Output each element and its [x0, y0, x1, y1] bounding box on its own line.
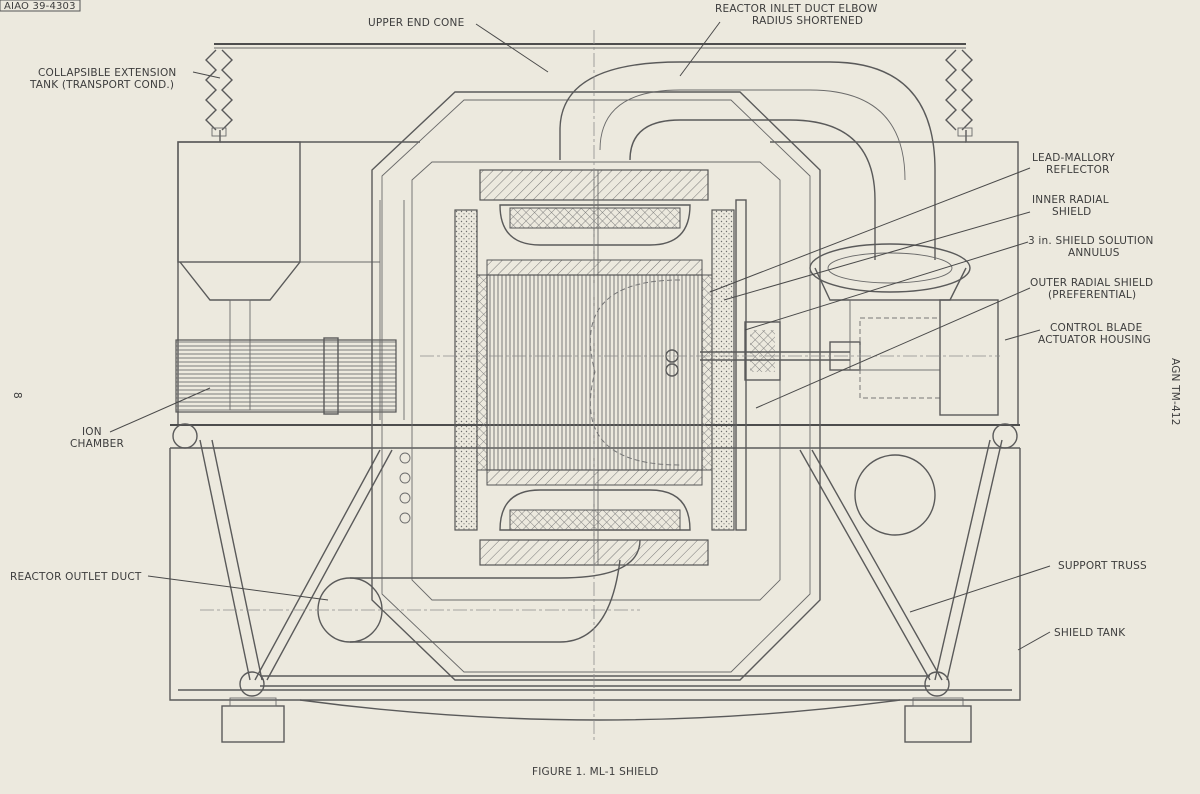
collapsible-extension-tank	[205, 49, 973, 137]
label-outlet-duct: REACTOR OUTLET DUCT	[10, 571, 142, 583]
corner-stamp-text: AIAO 39-4303	[4, 1, 76, 12]
label-outer-radial-line1: OUTER RADIAL SHIELD	[1030, 277, 1153, 289]
label-upper-end-cone: UPPER END CONE	[368, 17, 464, 29]
label-ext-tank-line1: COLLAPSIBLE EXTENSION	[38, 67, 176, 79]
label-inlet-elbow-line1: REACTOR INLET DUCT ELBOW	[715, 3, 878, 15]
label-inlet-elbow-line2: RADIUS SHORTENED	[752, 15, 863, 27]
label-annulus-line2: ANNULUS	[1068, 247, 1120, 259]
reactor-inlet-duct-elbow	[559, 61, 971, 371]
support-truss	[172, 423, 1018, 743]
label-outer-radial-line2: (PREFERENTIAL)	[1048, 289, 1136, 301]
document-id: AGN TM-412	[1169, 358, 1181, 426]
label-inner-radial-line2: SHIELD	[1052, 206, 1091, 218]
control-blade-actuator-housing	[665, 299, 999, 416]
label-inner-radial-line1: INNER RADIAL	[1032, 194, 1109, 206]
leader-lines	[109, 21, 1051, 651]
label-ion-chamber-line1: ION	[82, 426, 102, 438]
ion-chamber-assembly	[175, 141, 405, 420]
page-number: 8	[11, 392, 23, 399]
reactor-outlet-duct	[317, 454, 936, 643]
figure-caption: FIGURE 1. ML-1 SHIELD	[532, 766, 659, 778]
label-control-blade-line1: CONTROL BLADE	[1050, 322, 1142, 334]
label-shield-tank: SHIELD TANK	[1054, 627, 1126, 639]
centerlines	[200, 30, 1000, 740]
upper-end-cone	[371, 91, 821, 681]
callout-labels: UPPER END CONE REACTOR INLET DUCT ELBOW …	[10, 3, 1154, 639]
corner-stamp: AIAO 39-4303	[0, 0, 81, 12]
label-ion-chamber-line2: CHAMBER	[70, 438, 124, 450]
label-ext-tank-line2: TANK (TRANSPORT COND.)	[29, 79, 174, 91]
label-control-blade-line2: ACTUATOR HOUSING	[1038, 334, 1151, 346]
label-lead-mallory-line1: LEAD-MALLORY	[1032, 152, 1115, 164]
label-support-truss: SUPPORT TRUSS	[1058, 560, 1147, 572]
reactor-core	[454, 169, 747, 566]
label-lead-mallory-line2: REFLECTOR	[1046, 164, 1110, 176]
label-annulus-line1: 3 in. SHIELD SOLUTION	[1028, 235, 1154, 247]
